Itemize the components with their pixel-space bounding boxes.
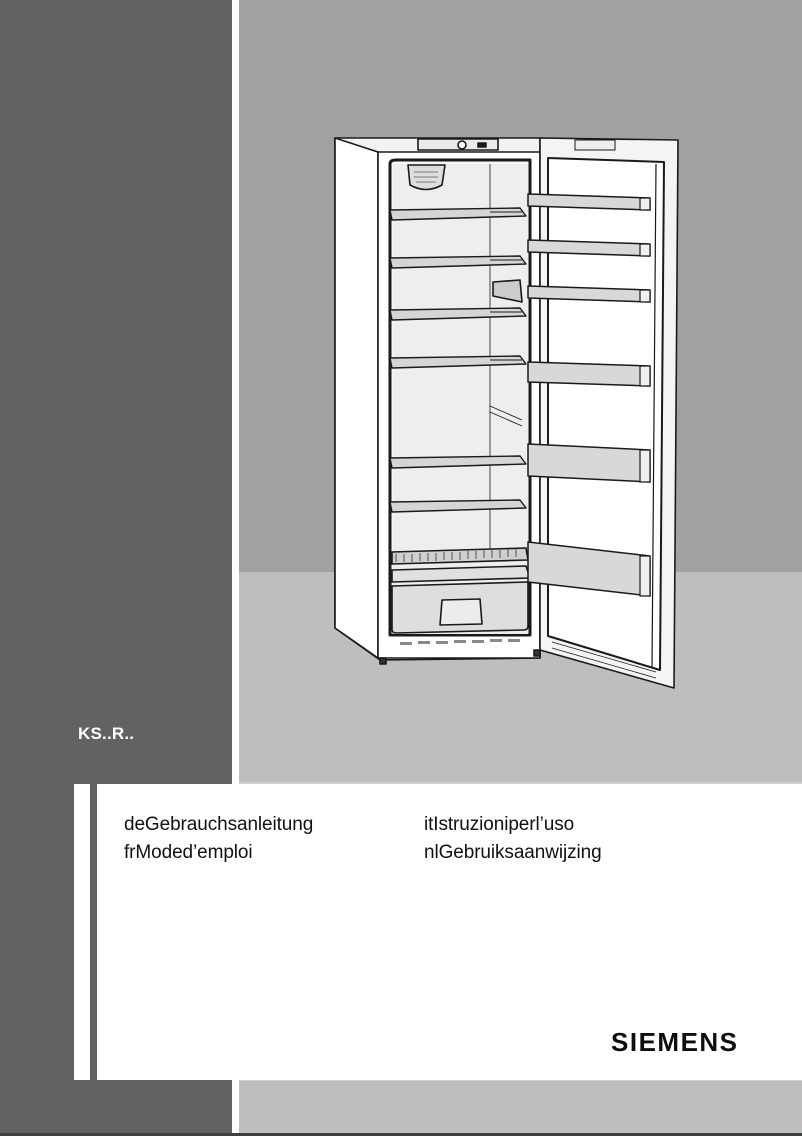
model-code: KS..R.. (78, 724, 135, 743)
language-title-fr: frModed’emploi (124, 842, 253, 863)
refrigerator-illustration (330, 130, 682, 690)
language-column-2: itIstruzioniperl’uso nlGebruiksaanwijzin… (424, 811, 602, 867)
page-bottom-edge (0, 1133, 802, 1136)
language-title-nl: nlGebruiksaanwijzing (424, 842, 602, 863)
language-title-de: deGebrauchsanleitung (124, 814, 314, 835)
title-panel (74, 784, 802, 1080)
language-column-1: deGebrauchsanleitung frModed’emploi (124, 811, 313, 867)
decorative-stripe (90, 784, 97, 1080)
language-title-it: itIstruzioniperl’uso (424, 814, 575, 835)
bottom-gray-band (239, 1080, 802, 1136)
brand-logo: SIEMENS (611, 1027, 739, 1057)
